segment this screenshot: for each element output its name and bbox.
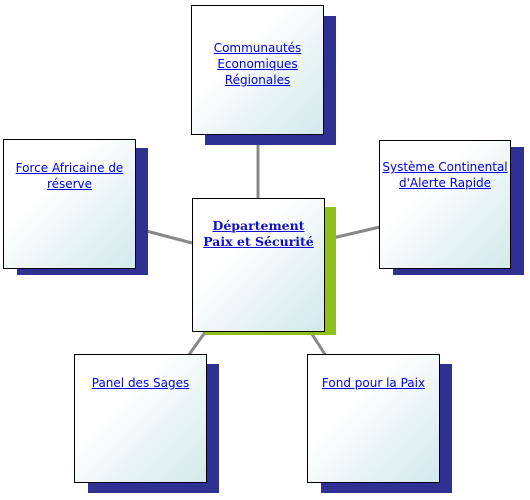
node-link-force-africaine[interactable]: Force Africaine de réserve [15, 161, 124, 191]
node-box: Système Continental d'Alerte Rapide [379, 140, 511, 269]
node-box: Panel des Sages [74, 354, 207, 483]
node-link-departement[interactable]: Département Paix et Sécurité [203, 218, 314, 249]
node-link-systeme-alerte[interactable]: Système Continental d'Alerte Rapide [382, 160, 508, 190]
node-link-fond-paix[interactable]: Fond pour la Paix [321, 376, 426, 390]
node-box: Fond pour la Paix [307, 354, 440, 483]
node-box: Communautés Economiques Régionales [191, 5, 324, 135]
node-box-center: Département Paix et Sécurité [192, 198, 325, 332]
connector-bottom-right [308, 330, 328, 357]
node-link-communautes[interactable]: Communautés Economiques Régionales [213, 41, 302, 87]
node-link-panel-sages[interactable]: Panel des Sages [91, 376, 190, 390]
connector-bottom-left [186, 330, 208, 357]
node-box: Force Africaine de réserve [3, 139, 136, 269]
